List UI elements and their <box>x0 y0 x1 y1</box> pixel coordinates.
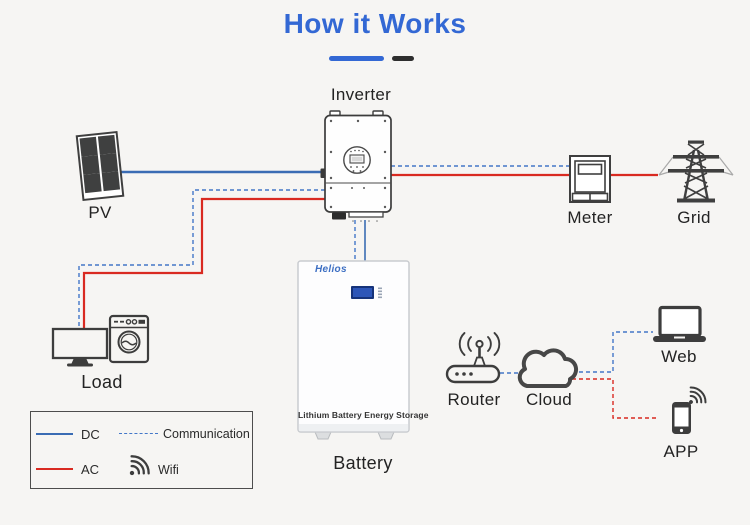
pv-label: PV <box>88 203 112 222</box>
legend-dc-label: DC <box>81 427 100 442</box>
inverter-icon <box>320 110 392 222</box>
legend-dc-line <box>36 433 73 435</box>
tv-icon <box>51 327 109 367</box>
legend-ac-label: AC <box>81 462 100 477</box>
laptop-icon <box>653 305 706 342</box>
web-label: Web <box>661 347 697 366</box>
legend-wifi-label: Wifi <box>158 463 179 477</box>
battery-icon <box>297 260 410 440</box>
load-label: Load <box>81 372 123 392</box>
app-label: APP <box>663 442 699 461</box>
cloud-icon <box>517 348 578 388</box>
title-underline-blue <box>329 56 384 61</box>
line-comm-cloud-web <box>572 331 653 373</box>
cloud-label: Cloud <box>525 390 573 409</box>
legend-communication-label: Communication <box>163 427 250 441</box>
battery-panel-text: Lithium Battery Energy Storage <box>298 410 429 420</box>
router-label: Router <box>447 390 501 409</box>
line-comm-inverter-load <box>78 189 325 329</box>
legend-communication-line <box>119 433 158 434</box>
legend-ac-line <box>36 468 73 470</box>
pv-panel-icon <box>75 130 125 202</box>
line-ac-inverter-load <box>82 197 325 329</box>
wifi-icon <box>689 386 707 404</box>
battery-brand-logo: Helios <box>315 264 347 275</box>
battery-label: Battery <box>333 453 393 473</box>
meter-label: Meter <box>567 208 613 227</box>
line-ac-cloud-app <box>572 378 656 419</box>
smartphone-icon <box>672 386 707 434</box>
title-underline-dark <box>392 56 414 61</box>
washing-machine-icon <box>108 314 150 364</box>
meter-icon <box>569 155 611 203</box>
legend-box <box>30 411 253 489</box>
inverter-label: Inverter <box>330 85 392 104</box>
grid-tower-icon <box>658 140 734 203</box>
router-icon <box>445 332 501 384</box>
page-title: How it Works <box>283 8 467 39</box>
grid-label: Grid <box>677 208 711 227</box>
wifi-icon <box>129 455 150 476</box>
